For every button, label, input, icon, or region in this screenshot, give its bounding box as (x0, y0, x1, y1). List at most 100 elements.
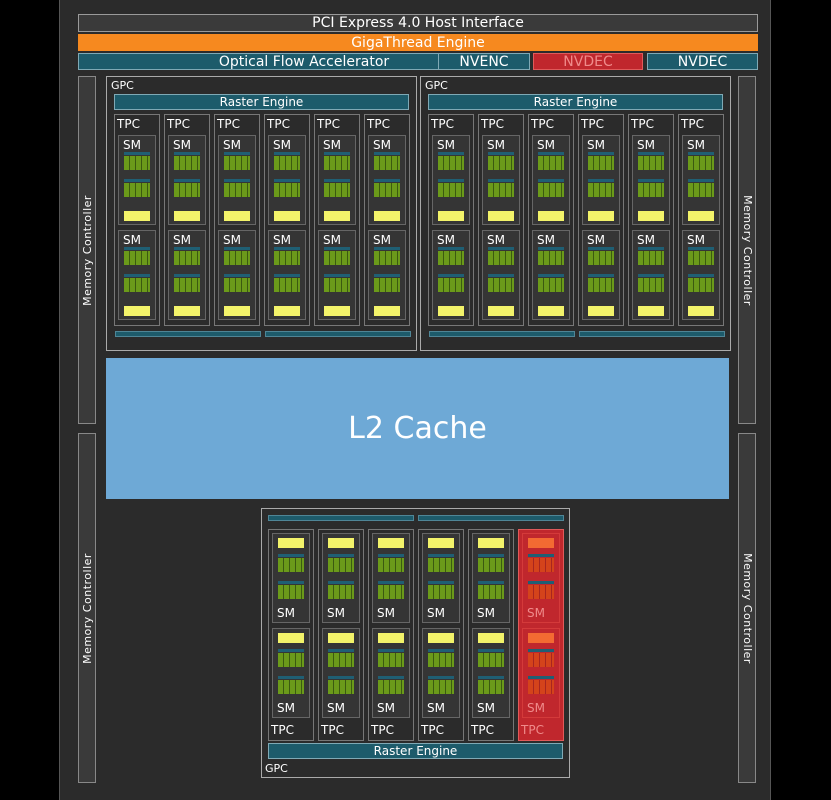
sm-block: SM (218, 135, 256, 225)
sm-rt-core (174, 306, 200, 316)
sm-label: SM (123, 233, 141, 247)
sm-rt-core (438, 211, 464, 221)
sm-cuda-cores (588, 156, 614, 170)
tpc-label: TPC (321, 723, 344, 737)
sm-block: SM (422, 533, 460, 623)
nvdec-block: NVDEC (647, 53, 758, 70)
sm-register-strip (588, 152, 614, 155)
sm-label: SM (223, 233, 241, 247)
sm-label: SM (173, 233, 191, 247)
sm-rt-core (278, 633, 304, 643)
memory-controller-right-top: Memory Controller (738, 76, 756, 424)
sm-register-strip (224, 152, 250, 155)
sm-cuda-cores (278, 558, 304, 572)
sm-cuda-cores (124, 251, 150, 265)
sm-block: SM (372, 628, 410, 718)
sm-cuda-cores (278, 585, 304, 599)
sm-register-strip (124, 247, 150, 250)
sm-cuda-cores (528, 585, 554, 599)
tpc-label: TPC (431, 117, 454, 131)
sm-register-strip (428, 649, 454, 652)
sm-label: SM (637, 138, 655, 152)
sm-register-strip (274, 247, 300, 250)
sm-register-strip (374, 247, 400, 250)
sm-register-strip (538, 247, 564, 250)
sm-cuda-cores (278, 680, 304, 694)
sm-label: SM (377, 606, 395, 620)
sm-register-strip (224, 274, 250, 277)
sm-register-strip (174, 274, 200, 277)
sm-rt-core (638, 211, 664, 221)
sm-cuda-cores (488, 251, 514, 265)
sm-register-strip (438, 152, 464, 155)
sm-rt-core (588, 306, 614, 316)
sm-block: SM (272, 533, 310, 623)
sm-rt-core (588, 211, 614, 221)
sm-register-strip (174, 152, 200, 155)
sm-cuda-cores (638, 251, 664, 265)
sm-register-strip (488, 274, 514, 277)
tpc-label: TPC (217, 117, 240, 131)
sm-rt-core (274, 306, 300, 316)
sm-block: SM (168, 135, 206, 225)
memory-controller-label: Memory Controller (80, 194, 94, 306)
sm-register-strip (328, 649, 354, 652)
sm-cuda-cores (488, 156, 514, 170)
sm-register-strip (124, 179, 150, 182)
sm-register-strip (688, 179, 714, 182)
sm-register-strip (588, 247, 614, 250)
sm-rt-core (374, 306, 400, 316)
pcie-host-interface: PCI Express 4.0 Host Interface (78, 14, 758, 32)
tpc-label: TPC (471, 723, 494, 737)
sm-rt-core (428, 633, 454, 643)
sm-register-strip (224, 247, 250, 250)
sm-cuda-cores (224, 278, 250, 292)
sm-block: SM (472, 628, 510, 718)
sm-register-strip (124, 152, 150, 155)
sm-label: SM (327, 701, 345, 715)
sm-block: SM (482, 230, 520, 320)
memory-controller-left-top: Memory Controller (78, 76, 96, 424)
sm-block: SM (632, 135, 670, 225)
memory-controller-label: Memory Controller (740, 194, 754, 306)
sm-label: SM (277, 701, 295, 715)
sm-block: SM (432, 230, 470, 320)
sm-cuda-cores (274, 156, 300, 170)
sm-register-strip (638, 247, 664, 250)
sm-cuda-cores (428, 653, 454, 667)
sm-rt-core (538, 211, 564, 221)
sm-register-strip (538, 152, 564, 155)
sm-rt-core (438, 306, 464, 316)
tpc-label: TPC (681, 117, 704, 131)
sm-register-strip (378, 581, 404, 584)
sm-label: SM (273, 233, 291, 247)
sm-label: SM (587, 138, 605, 152)
sm-cuda-cores (438, 156, 464, 170)
memory-controller-right-bottom: Memory Controller (738, 433, 756, 783)
sm-register-strip (378, 649, 404, 652)
sm-block: SM (482, 135, 520, 225)
sm-cuda-cores (428, 585, 454, 599)
sm-label: SM (587, 233, 605, 247)
l2-cache: L2 Cache (106, 358, 729, 499)
sm-block: SM (118, 230, 156, 320)
sm-rt-core (688, 306, 714, 316)
sm-block: SM (118, 135, 156, 225)
gpc-top-bar (418, 515, 564, 521)
sm-register-strip (174, 179, 200, 182)
sm-block: SM (168, 230, 206, 320)
sm-block: SM (472, 533, 510, 623)
sm-cuda-cores (478, 558, 504, 572)
sm-register-strip (488, 179, 514, 182)
sm-cuda-cores (538, 278, 564, 292)
sm-label: SM (527, 606, 545, 620)
sm-label: SM (487, 138, 505, 152)
sm-register-strip (224, 179, 250, 182)
gpc-bottom-bar (265, 331, 411, 337)
sm-register-strip (588, 179, 614, 182)
